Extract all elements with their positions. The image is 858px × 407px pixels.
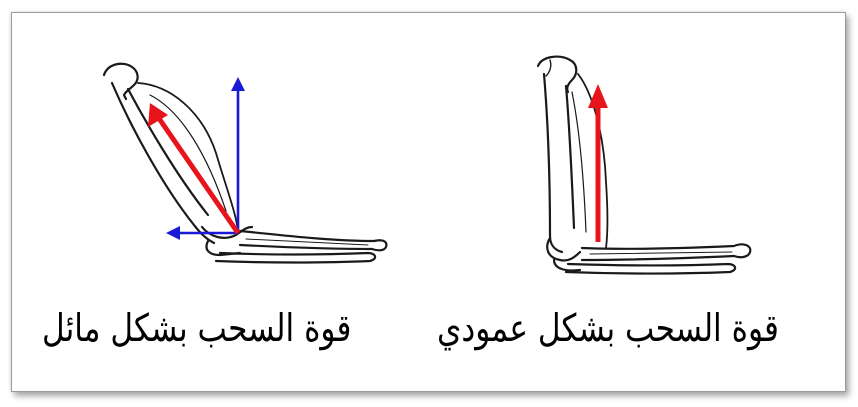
arm-bones-illustration	[538, 57, 750, 274]
vertical-pull-caption: قوة السحب بشكل عمودي	[437, 306, 779, 350]
vertical-pull-diagram	[520, 52, 770, 277]
oblique-pull-caption: قوة السحب بشكل مائل	[42, 306, 351, 350]
oblique-pull-diagram	[90, 55, 400, 270]
arm-bones-illustration	[104, 64, 386, 263]
oblique-pull-force-arrow	[148, 103, 238, 233]
